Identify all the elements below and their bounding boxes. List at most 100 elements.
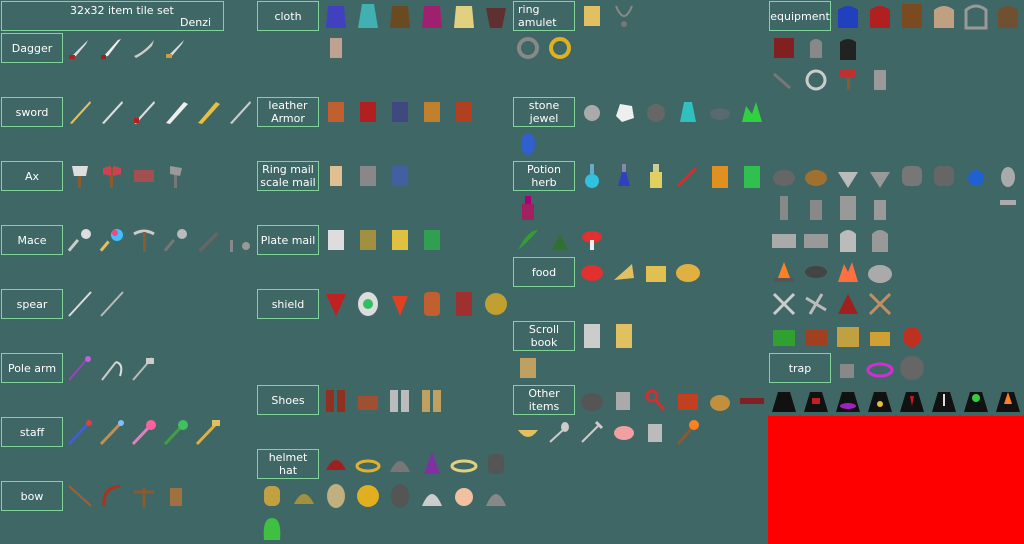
ax-row bbox=[64, 160, 192, 192]
label-potion-herb: Potion herb bbox=[513, 161, 575, 191]
boots-icon bbox=[416, 384, 448, 416]
torch-icon bbox=[672, 416, 704, 448]
rock-icon bbox=[864, 256, 896, 288]
door-icon bbox=[864, 0, 896, 32]
trap-icon bbox=[832, 352, 864, 384]
helmet-icon bbox=[480, 480, 512, 512]
halberd-icon bbox=[128, 352, 160, 384]
shield-icon bbox=[416, 288, 448, 320]
label-ring-amulet: ring amulet bbox=[513, 1, 575, 31]
label-trap: trap bbox=[769, 353, 831, 383]
stone-row-2 bbox=[512, 128, 544, 160]
label-cloth: cloth bbox=[257, 1, 319, 31]
shield-icon bbox=[352, 288, 384, 320]
stone-icon bbox=[576, 96, 608, 128]
fountain-icon bbox=[832, 160, 864, 192]
bow-icon bbox=[96, 480, 128, 512]
block-icon bbox=[768, 224, 800, 256]
boulder-icon bbox=[896, 352, 928, 384]
pole-arm-icon bbox=[64, 352, 96, 384]
cloth-row bbox=[320, 0, 512, 32]
trap-tile-icon bbox=[768, 384, 800, 416]
trap-row bbox=[832, 352, 928, 384]
scroll-icon bbox=[576, 320, 608, 352]
trap-tile-icon bbox=[896, 384, 928, 416]
well-icon bbox=[768, 160, 800, 192]
cheese-icon bbox=[640, 256, 672, 288]
mace-icon bbox=[96, 224, 128, 256]
gauntlet-icon bbox=[640, 416, 672, 448]
other-items-row-2 bbox=[512, 416, 704, 448]
meat-icon bbox=[576, 256, 608, 288]
bowl-icon bbox=[512, 416, 544, 448]
potion-icon bbox=[672, 160, 704, 192]
scroll-row bbox=[576, 320, 640, 352]
stone-row bbox=[576, 96, 768, 128]
statue-icon bbox=[864, 192, 896, 224]
trap-tile-icon bbox=[832, 384, 864, 416]
tombstone-icon bbox=[832, 224, 864, 256]
blank-icon bbox=[928, 192, 960, 224]
armor-icon bbox=[384, 160, 416, 192]
amulet-icon bbox=[608, 0, 640, 32]
label-sword: sword bbox=[1, 97, 63, 127]
equipment-doors-row bbox=[832, 0, 1024, 32]
scythe-icon bbox=[96, 352, 128, 384]
key-icon bbox=[640, 384, 672, 416]
author-name: Denzi bbox=[180, 16, 212, 29]
helmet-icon bbox=[256, 480, 288, 512]
bow-row bbox=[64, 480, 192, 512]
armor-icon bbox=[352, 224, 384, 256]
other-items-row bbox=[576, 384, 768, 416]
chest-icon bbox=[800, 320, 832, 352]
brain-icon bbox=[608, 416, 640, 448]
statue-row bbox=[768, 192, 1024, 224]
barrel-icon bbox=[800, 160, 832, 192]
mug-icon bbox=[608, 384, 640, 416]
sign-icon bbox=[832, 64, 864, 96]
armor-icon bbox=[416, 224, 448, 256]
stone-icon bbox=[640, 96, 672, 128]
crate-icon bbox=[832, 320, 864, 352]
magic-circle-icon bbox=[864, 352, 896, 384]
tombstone-icon bbox=[800, 32, 832, 64]
armor-icon bbox=[320, 224, 352, 256]
blank-icon bbox=[960, 192, 992, 224]
label-pole-arm: Pole arm bbox=[1, 353, 63, 383]
boots-icon bbox=[384, 384, 416, 416]
boots-icon bbox=[320, 384, 352, 416]
tileset-title: 32x32 item tile set bbox=[70, 4, 174, 17]
shirt-icon bbox=[480, 0, 512, 32]
pot-icon bbox=[576, 384, 608, 416]
sack-icon bbox=[704, 384, 736, 416]
scroll-row-2 bbox=[512, 352, 544, 384]
ax-icon bbox=[160, 160, 192, 192]
gate-icon bbox=[992, 0, 1024, 32]
label-leather-armor: leather Armor bbox=[257, 97, 319, 127]
armor-icon bbox=[416, 96, 448, 128]
plate-mail-row bbox=[320, 224, 448, 256]
head-icon bbox=[448, 480, 480, 512]
barrel-icon bbox=[896, 320, 928, 352]
stairs-icon bbox=[768, 32, 800, 64]
statue-icon bbox=[832, 192, 864, 224]
door-icon bbox=[896, 0, 928, 32]
potion-icon bbox=[512, 192, 544, 224]
gem-icon bbox=[736, 96, 768, 128]
label-ring-mail: Ring mail scale mail bbox=[257, 161, 319, 191]
chest-icon bbox=[768, 320, 800, 352]
door-icon bbox=[928, 0, 960, 32]
bread-icon bbox=[672, 256, 704, 288]
sword-icon bbox=[64, 96, 96, 128]
food-row bbox=[576, 256, 704, 288]
machine-icon bbox=[896, 160, 928, 192]
bones-row bbox=[768, 288, 896, 320]
gate-icon bbox=[960, 0, 992, 32]
label-plate-mail: Plate mail bbox=[257, 225, 319, 255]
label-helmet-hat: helmet hat bbox=[257, 449, 319, 479]
stone-icon bbox=[608, 96, 640, 128]
blank-icon bbox=[896, 192, 928, 224]
label-spear: spear bbox=[1, 289, 63, 319]
potion-row bbox=[576, 160, 768, 192]
leather-armor-row bbox=[320, 96, 480, 128]
